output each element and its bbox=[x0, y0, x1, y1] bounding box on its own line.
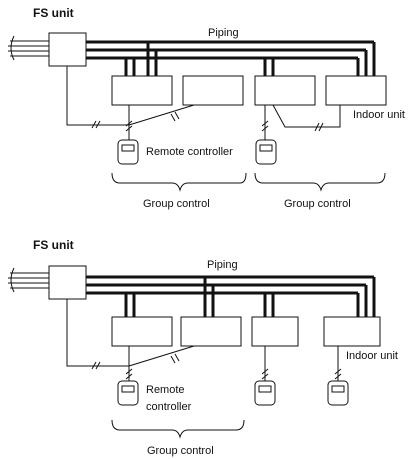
piping-label-bottom: Piping bbox=[207, 259, 238, 271]
group-control-label-2: Group control bbox=[284, 198, 351, 210]
group-brace-2 bbox=[254, 172, 386, 192]
diagram-top: FS unit Piping bbox=[8, 6, 405, 210]
indoor-unit-b2 bbox=[180, 316, 242, 347]
indoor-unit-2 bbox=[182, 75, 244, 106]
indoor-unit-1 bbox=[111, 75, 173, 106]
incoming-wires bbox=[8, 35, 49, 61]
group-control-label-1: Group control bbox=[143, 198, 210, 210]
remote-controller-b2 bbox=[254, 380, 276, 406]
remote-controller-b3 bbox=[327, 380, 349, 406]
remote-controller-label: Remote controller bbox=[146, 146, 233, 158]
diagram-bottom: FS unit Piping Indoor bbox=[8, 238, 398, 457]
remote-controller-2 bbox=[255, 139, 277, 165]
remote-controller-1 bbox=[117, 139, 139, 165]
fs-unit-box-bottom bbox=[48, 265, 87, 300]
group-control-label-bottom: Group control bbox=[147, 445, 214, 457]
group-brace-bottom bbox=[111, 419, 245, 439]
indoor-unit-b1 bbox=[111, 316, 173, 347]
remote-label-line2: controller bbox=[146, 401, 192, 413]
piping bbox=[86, 40, 376, 76]
control-wiring-bottom bbox=[66, 299, 342, 381]
fs-unit-title: FS unit bbox=[33, 6, 74, 20]
indoor-unit-4 bbox=[325, 75, 387, 106]
indoor-unit-label-bottom: Indoor unit bbox=[346, 350, 398, 362]
indoor-unit-b4 bbox=[323, 316, 381, 347]
group-brace-1 bbox=[111, 172, 247, 192]
remote-controller-b1 bbox=[117, 380, 139, 406]
piping-label: Piping bbox=[208, 27, 239, 39]
incoming-wires-bottom bbox=[8, 267, 49, 293]
piping-bottom bbox=[86, 275, 376, 317]
remote-label-line1: Remote bbox=[146, 384, 185, 396]
indoor-unit-b3 bbox=[251, 316, 299, 347]
fs-unit-box bbox=[48, 32, 87, 67]
indoor-unit-3 bbox=[254, 75, 316, 106]
control-wiring bbox=[66, 66, 341, 140]
indoor-unit-label: Indoor unit bbox=[353, 109, 405, 121]
fs-unit-title-bottom: FS unit bbox=[33, 238, 74, 252]
